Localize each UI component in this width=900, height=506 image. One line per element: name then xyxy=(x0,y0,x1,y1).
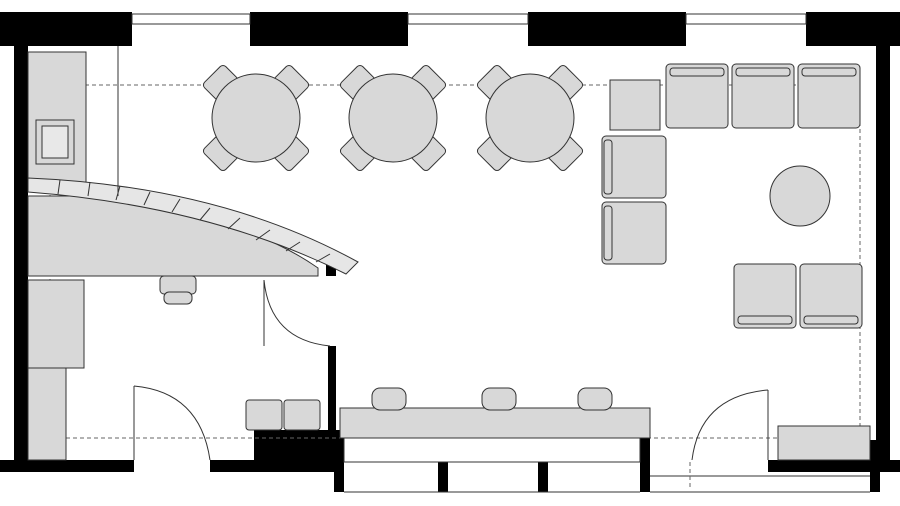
armchair-top-1 xyxy=(665,63,729,129)
armchair-bottom-2 xyxy=(799,263,863,329)
top-window-2 xyxy=(407,13,529,25)
top-window-frame-5 xyxy=(678,12,686,46)
top-window-3 xyxy=(685,13,807,25)
round-table-2 xyxy=(339,64,447,172)
entrance-left-swing xyxy=(133,385,211,461)
walls xyxy=(0,12,900,492)
chair-top-small xyxy=(609,79,661,131)
top-wall-mid-1 xyxy=(250,12,402,46)
armchair-left-2 xyxy=(601,201,667,265)
table-top xyxy=(485,73,575,163)
table-top xyxy=(348,73,438,163)
armchair-top-2 xyxy=(731,63,795,129)
coffee-table xyxy=(769,165,831,227)
top-wall-left xyxy=(0,12,130,46)
counter-top xyxy=(339,407,651,439)
waiting-chair-1 xyxy=(245,399,283,431)
bottom-pier-3 xyxy=(538,438,548,492)
top-window-frame-2 xyxy=(250,12,262,46)
armchairs xyxy=(601,63,863,329)
bottom-wall-left xyxy=(0,460,134,472)
table-top xyxy=(211,73,301,163)
interior-door-swing xyxy=(263,279,331,347)
doors xyxy=(117,46,769,461)
waiting-chair-2 xyxy=(283,399,321,431)
windows xyxy=(131,13,870,493)
waiting-chairs xyxy=(245,399,321,431)
bottom-wall-right xyxy=(768,460,900,472)
counter-base xyxy=(343,437,641,463)
entrance-right-swing xyxy=(691,389,769,461)
top-window-1 xyxy=(131,13,251,25)
round-tables xyxy=(202,64,584,172)
round-table-3 xyxy=(476,64,584,172)
top-window-frame-3 xyxy=(400,12,408,46)
bench xyxy=(777,425,871,461)
bar-stool-2 xyxy=(481,387,517,411)
bottom-pier-5 xyxy=(870,440,880,492)
reception-desk xyxy=(27,177,359,305)
desk-chair xyxy=(159,275,197,305)
right-wall xyxy=(876,46,890,466)
window-counter xyxy=(339,387,651,463)
top-wall-mid-2 xyxy=(530,12,682,46)
top-window-frame-6 xyxy=(806,12,814,46)
sink-basin xyxy=(41,125,69,159)
round-table-1 xyxy=(202,64,310,172)
desk-curve-band xyxy=(27,177,359,275)
bottom-pier-1 xyxy=(334,430,344,492)
top-window-frame-1 xyxy=(120,12,132,46)
partition-post xyxy=(326,262,336,276)
armchair-left-1 xyxy=(601,135,667,199)
left-wall xyxy=(14,46,28,470)
armchair-bottom-1 xyxy=(733,263,797,329)
left-counter xyxy=(27,51,87,461)
bottom-pier-2 xyxy=(438,438,448,492)
top-wall-right xyxy=(808,12,900,46)
bar-stool-3 xyxy=(577,387,613,411)
storage-lower xyxy=(27,367,67,461)
desk-segments xyxy=(57,179,331,263)
armchair-top-3 xyxy=(797,63,861,129)
top-window-frame-4 xyxy=(528,12,536,46)
bottom-pier-4 xyxy=(640,438,650,492)
counter-lower xyxy=(27,279,85,369)
partition-post-lower xyxy=(328,346,336,432)
bar-stool-1 xyxy=(371,387,407,411)
lower-left-column xyxy=(254,430,334,470)
